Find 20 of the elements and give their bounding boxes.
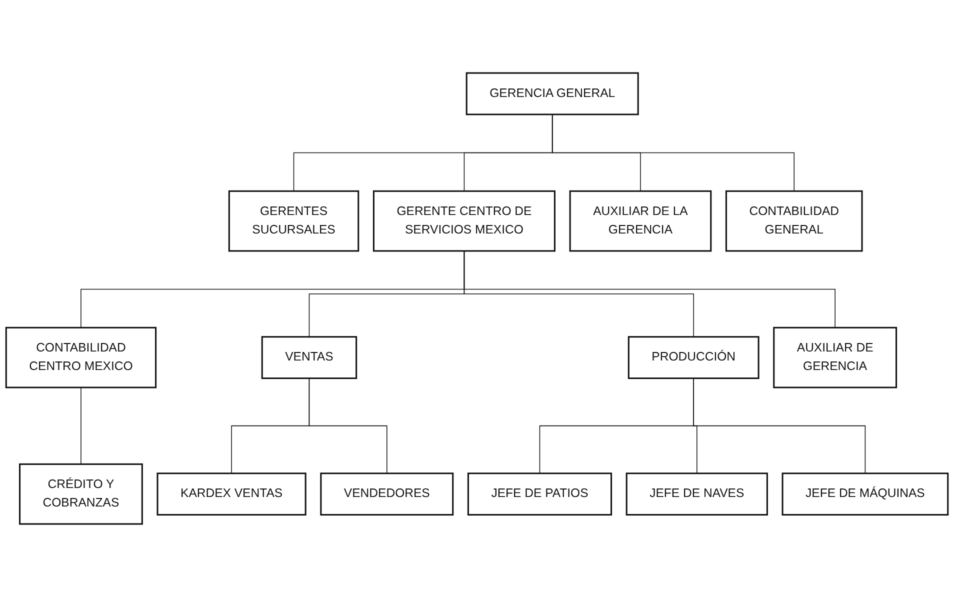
connector <box>552 114 794 192</box>
connector <box>308 378 388 474</box>
node-box: GERENCIA GENERAL <box>466 72 639 116</box>
node-box: AUXILIAR DE GERENCIA <box>773 326 898 388</box>
node-box: CONTABILIDAD GENERAL <box>725 190 863 252</box>
connector <box>464 250 836 328</box>
node-box: GERENTE CENTRO DE SERVICIOS MEXICO <box>372 190 556 252</box>
node-box: CONTABILIDAD CENTRO MEXICO <box>5 326 157 388</box>
node-box: PRODUCCIÓN <box>628 336 760 380</box>
connector <box>80 387 82 465</box>
node-box: JEFE DE PATIOS <box>467 472 612 516</box>
node-box: AUXILIAR DE LA GERENCIA <box>569 190 712 252</box>
node-box: JEFE DE NAVES <box>626 472 768 516</box>
node-box: CRÉDITO Y COBRANZAS <box>19 463 143 525</box>
node-box: VENTAS <box>261 336 358 380</box>
node-box: JEFE DE MÁQUINAS <box>782 472 949 516</box>
node-box: KARDEX VENTAS <box>156 472 306 516</box>
node-box: VENDEDORES <box>320 472 454 516</box>
node-box: GERENTES SUCURSALES <box>228 190 360 252</box>
connector <box>693 378 866 474</box>
